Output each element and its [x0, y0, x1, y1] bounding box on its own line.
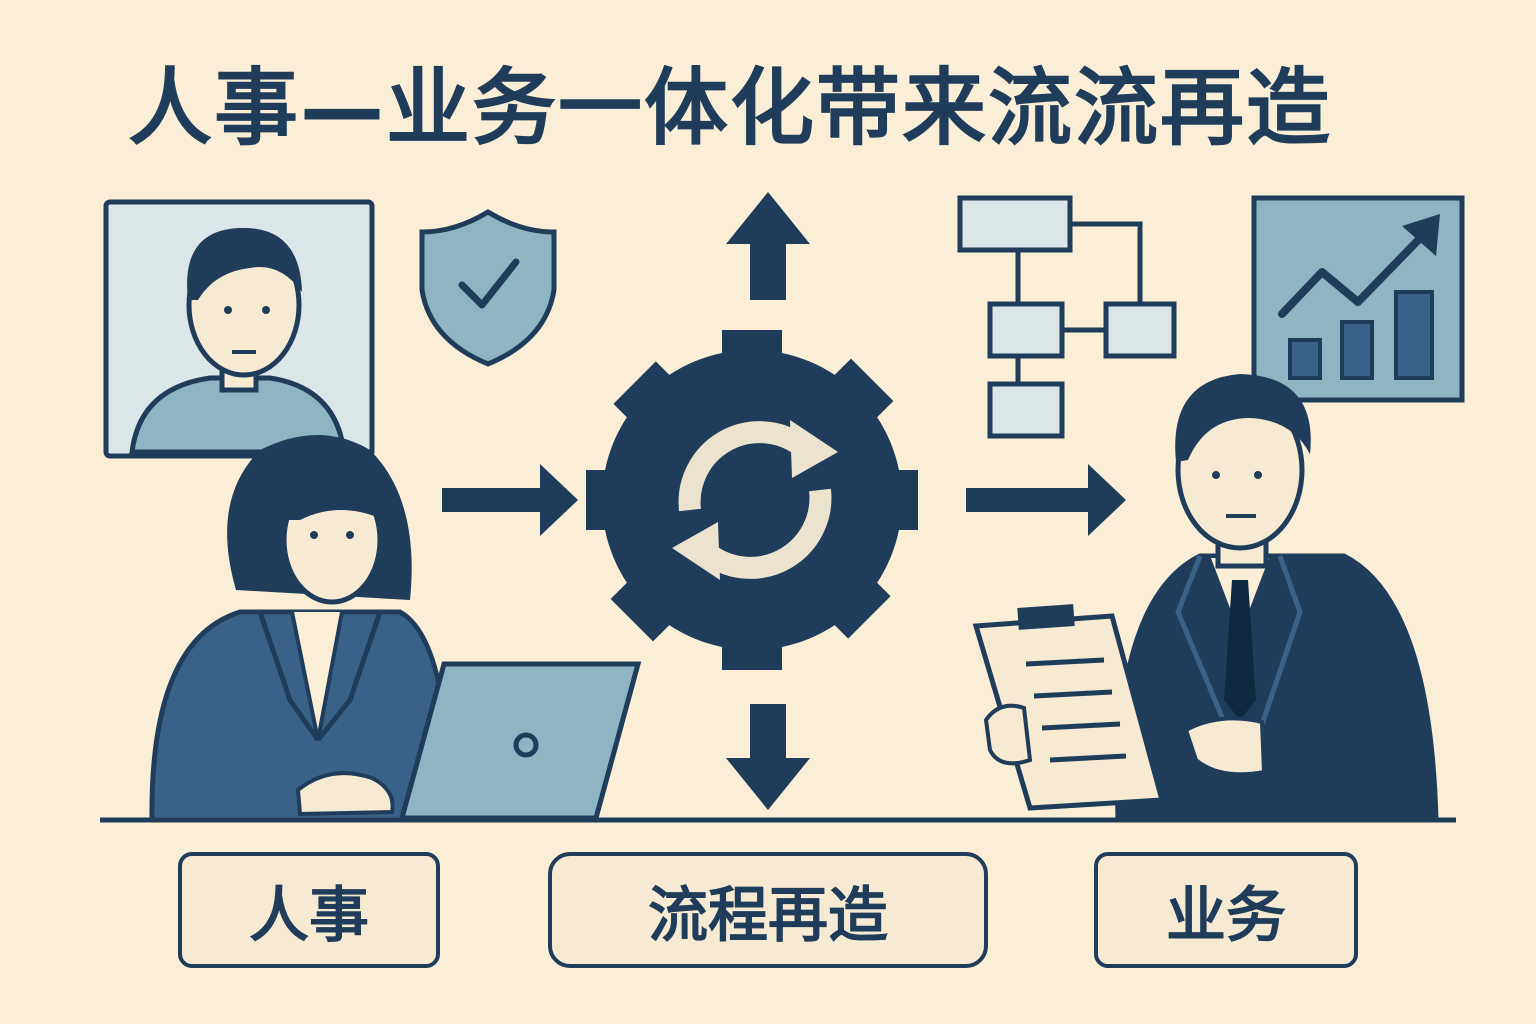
shield-check-icon	[419, 209, 557, 367]
woman-figure	[149, 435, 453, 823]
man-figure	[1115, 374, 1439, 823]
gear-refresh-icon	[586, 330, 918, 670]
label-hr: 人事	[178, 852, 440, 968]
person-portrait-icon	[103, 199, 375, 459]
label-process: 流程再造	[548, 852, 988, 968]
flowchart-icon	[957, 195, 1177, 439]
label-hr-text: 人事	[249, 880, 369, 951]
diagram-title: 人事—业务一体化带来流流再造	[128, 59, 1333, 157]
arrow-right-icon	[966, 464, 1126, 536]
label-business-text: 业务	[1166, 880, 1286, 951]
growth-chart-icon	[1251, 195, 1465, 403]
arrow-right-icon	[442, 464, 578, 536]
arrow-down-icon	[726, 704, 810, 810]
arrow-up-icon	[726, 192, 810, 300]
label-process-text: 流程再造	[648, 880, 888, 951]
clipboard-icon	[972, 604, 1267, 811]
label-business: 业务	[1094, 852, 1358, 968]
